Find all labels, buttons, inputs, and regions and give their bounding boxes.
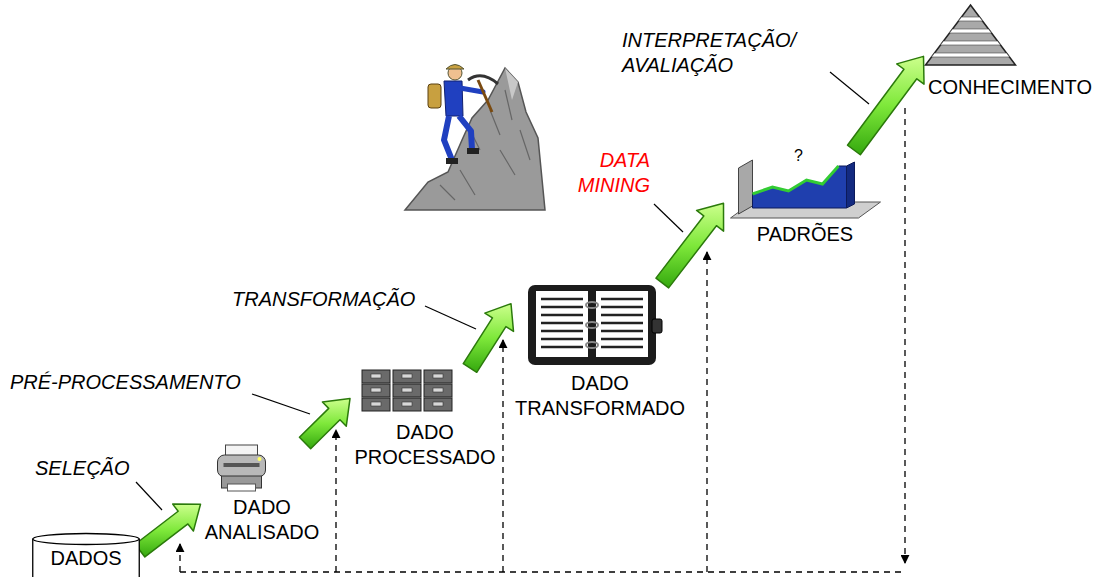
flow-arrow: [463, 304, 513, 373]
node-label: DADO TRANSFORMADO: [511, 371, 689, 421]
step-label: TRANSFORMAÇÃO: [232, 287, 415, 312]
flow-arrow: [299, 399, 350, 449]
pyramid-icon: [924, 3, 1097, 75]
step-label: DATA MINING: [540, 148, 650, 198]
cabinet-icon: [350, 368, 500, 420]
question-mark: ?: [794, 147, 803, 165]
node-label: PADRÕES: [724, 222, 887, 247]
binder-icon: [511, 283, 689, 371]
data-stage-node: PADRÕES: [724, 150, 887, 247]
node-label: DADO PROCESSADO: [350, 420, 500, 470]
flow-arrow: [656, 203, 724, 288]
step-label: PRÉ-PROCESSAMENTO: [10, 370, 241, 395]
node-label: CONHECIMENTO: [924, 75, 1097, 100]
node-label: DADO ANALISADO: [201, 495, 324, 545]
data-stage-node: CONHECIMENTO: [924, 3, 1097, 100]
node-label: DADOS: [32, 546, 140, 571]
step-label: SELEÇÃO: [35, 456, 129, 481]
step-label: INTERPRETAÇÃO/ AVALIAÇÃO: [622, 28, 837, 78]
flow-arrow: [135, 504, 200, 557]
data-stage-node: DADO ANALISADO: [201, 443, 324, 545]
database-cylinder: DADOS: [32, 533, 140, 577]
data-stage-node: DADO PROCESSADO: [350, 368, 500, 470]
leader-lines: [136, 72, 869, 510]
miner-illustration: [405, 65, 545, 211]
printer-icon: [201, 443, 324, 495]
chart-icon: [724, 150, 887, 222]
feedback-dashed-lines: [180, 108, 905, 572]
data-stage-node: DADO TRANSFORMADO: [511, 283, 689, 421]
flow-arrow: [847, 56, 924, 154]
